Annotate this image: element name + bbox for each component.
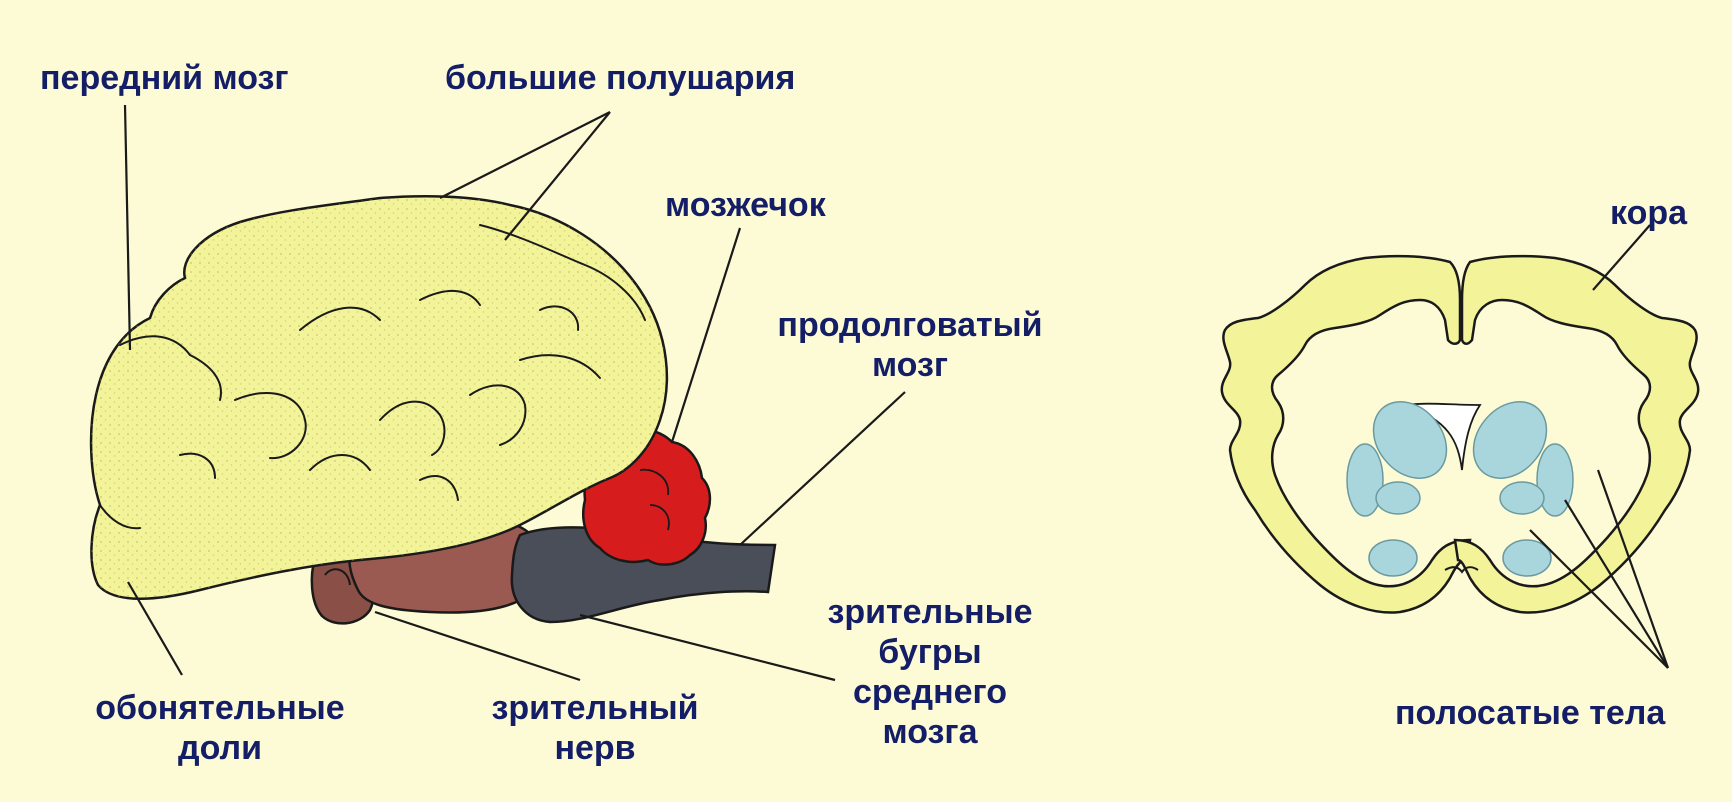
- label-optic-nerve-line2: нерв: [450, 728, 740, 768]
- label-medulla-line2: мозг: [740, 345, 1080, 385]
- label-hemispheres: большие полушария: [445, 58, 795, 98]
- label-olfactory-lobes: обонятельные доли: [50, 688, 390, 768]
- label-optic-nerve-line1: зрительный: [450, 688, 740, 728]
- label-optic-lobes-line3: среднего: [780, 672, 1080, 712]
- label-medulla: продолговатый мозг: [740, 305, 1080, 385]
- label-optic-lobes-line4: мозга: [780, 712, 1080, 752]
- label-olfactory-line1: обонятельные: [50, 688, 390, 728]
- label-medulla-line1: продолговатый: [740, 305, 1080, 345]
- label-olfactory-line2: доли: [50, 728, 390, 768]
- brain-cross-section: [1222, 256, 1698, 612]
- label-striatum: полосатые тела: [1395, 693, 1665, 733]
- label-cortex: кора: [1610, 193, 1687, 233]
- brain-side-view: [91, 196, 775, 623]
- label-optic-nerve: зрительный нерв: [450, 688, 740, 768]
- label-optic-lobes-line1: зрительные: [780, 592, 1080, 632]
- label-cerebellum: мозжечок: [665, 185, 826, 225]
- label-optic-lobes: зрительные бугры среднего мозга: [780, 592, 1080, 752]
- label-optic-lobes-line2: бугры: [780, 632, 1080, 672]
- label-forebrain: передний мозг: [40, 58, 289, 98]
